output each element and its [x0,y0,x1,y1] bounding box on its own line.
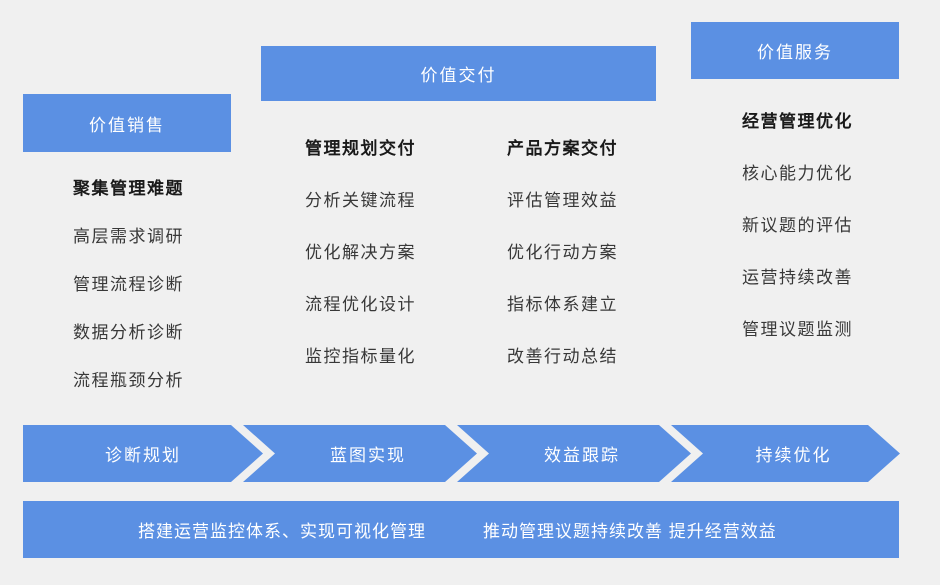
stage-title-delivery: 价值交付 [420,66,497,85]
column-heading: 管理规划交付 [305,138,416,158]
column-item: 优化解决方案 [305,242,416,262]
column-item: 核心能力优化 [742,163,853,183]
stage-title-sales: 价值销售 [89,115,165,135]
stage-box-sales: 价值销售 [23,94,231,152]
process-arrow-diagnosis: 诊断规划 [23,425,263,482]
process-arrow-label: 诊断规划 [105,446,181,465]
column-item: 流程优化设计 [305,294,416,314]
process-arrow-benefit-tracking: 效益跟踪 [457,425,691,482]
column-service: 经营管理优化 核心能力优化 新议题的评估 运营持续改善 管理议题监测 [742,93,853,353]
column-heading: 产品方案交付 [507,138,618,158]
column-item: 指标体系建立 [507,294,618,314]
stage-title-service: 价值服务 [757,43,833,62]
column-item: 运营持续改善 [742,267,853,287]
process-arrow-continuous-optimization: 持续优化 [671,425,900,482]
column-item: 评估管理效益 [507,190,618,210]
footer-text-right: 推动管理议题持续改善 提升经营效益 [483,522,777,541]
column-item: 高层需求调研 [73,226,184,246]
column-item: 流程瓶颈分析 [73,370,184,390]
column-delivery-planning: 管理规划交付 分析关键流程 优化解决方案 流程优化设计 监控指标量化 [305,120,416,380]
column-item: 新议题的评估 [742,215,853,235]
column-item: 改善行动总结 [507,346,618,366]
column-sales: 聚集管理难题 高层需求调研 管理流程诊断 数据分析诊断 流程瓶颈分析 [73,162,184,402]
process-arrow-band: 诊断规划 蓝图实现 效益跟踪 持续优化 [23,425,900,482]
stage-box-service: 价值服务 [691,22,899,79]
stage-box-delivery: 价值交付 [261,46,656,101]
column-item: 监控指标量化 [305,346,416,366]
column-item: 数据分析诊断 [73,322,184,342]
process-arrow-label: 效益跟踪 [544,446,620,465]
column-item: 管理议题监测 [742,319,853,339]
column-heading: 经营管理优化 [742,111,853,131]
column-delivery-product: 产品方案交付 评估管理效益 优化行动方案 指标体系建立 改善行动总结 [507,120,618,380]
footer-banner: 搭建运营监控体系、实现可视化管理 推动管理议题持续改善 提升经营效益 [23,501,899,558]
column-item: 管理流程诊断 [73,274,184,294]
column-heading: 聚集管理难题 [73,178,184,198]
column-item: 分析关键流程 [305,190,416,210]
footer-text-left: 搭建运营监控体系、实现可视化管理 [138,522,426,541]
column-item: 优化行动方案 [507,242,618,262]
process-arrow-label: 蓝图实现 [330,446,406,465]
process-arrow-label: 持续优化 [755,446,832,465]
process-arrow-blueprint: 蓝图实现 [243,425,477,482]
